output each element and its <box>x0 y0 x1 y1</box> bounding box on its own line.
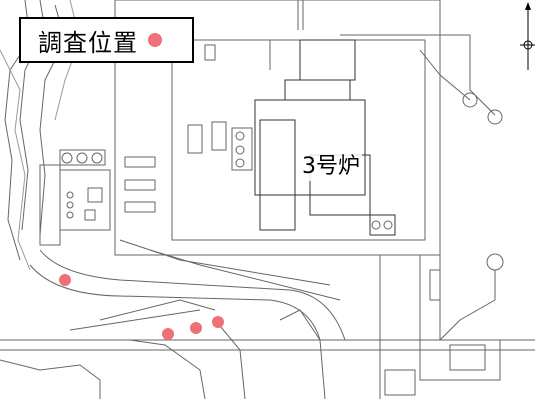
south-contour-6 <box>69 309 201 331</box>
small-structure-4 <box>231 127 253 171</box>
small-structure-7 <box>124 201 156 213</box>
survey-point-4 <box>212 316 224 328</box>
small-structure-1 <box>204 44 216 61</box>
west-strip <box>39 164 61 246</box>
south-contour-1 <box>0 359 101 399</box>
valve-1 <box>462 92 478 108</box>
reactor-annex <box>284 79 351 101</box>
southeast-grid <box>384 369 416 396</box>
small-tank-1 <box>235 131 245 141</box>
small-tank-3 <box>235 158 245 168</box>
survey-points-layer <box>59 274 224 340</box>
legend-box: 調査位置 <box>19 17 194 63</box>
west-block-1 <box>87 187 103 203</box>
curve-road-2 <box>29 264 321 341</box>
south-contour-2 <box>129 339 206 399</box>
tank-2 <box>383 220 393 230</box>
east-structure <box>429 269 441 301</box>
reactor-unit-label: 3号炉 <box>300 153 362 181</box>
survey-point-3 <box>190 322 202 334</box>
tank-block <box>369 214 396 236</box>
site-road-inner <box>171 39 426 241</box>
small-structure-2 <box>187 124 203 154</box>
east-pipe <box>439 270 496 341</box>
curve-road-4 <box>149 249 341 301</box>
pipe-3 <box>419 49 471 101</box>
east-valve <box>486 253 504 271</box>
survey-point-1 <box>59 274 71 286</box>
north-annex <box>299 39 356 81</box>
small-structure-5 <box>124 156 156 168</box>
west-tank-1 <box>66 191 74 199</box>
south-contour-5 <box>99 299 216 321</box>
turbine-hall <box>259 119 296 231</box>
tank-row-2 <box>76 152 88 164</box>
south-contour-4 <box>279 309 326 399</box>
west-block-2 <box>84 209 96 221</box>
north-arrow-head <box>525 2 531 10</box>
south-contour-3 <box>214 319 246 399</box>
small-structure-6 <box>124 179 156 191</box>
curve-road-3 <box>119 239 331 286</box>
legend-label: 調査位置 <box>38 28 138 57</box>
tank-row-1 <box>61 152 73 164</box>
small-structure-3 <box>211 121 227 151</box>
survey-point-2 <box>162 328 174 340</box>
terrain-contour-5 <box>0 49 31 271</box>
pipe-1 <box>269 39 300 70</box>
north-arrow <box>520 8 535 70</box>
tank-row <box>59 149 106 166</box>
curve-road-1 <box>39 249 346 341</box>
tank-row-3 <box>91 152 103 164</box>
pipe-2 <box>340 34 496 116</box>
southeast-building <box>419 339 501 381</box>
valve-2 <box>487 109 503 125</box>
small-tank-2 <box>235 145 245 155</box>
tank-1 <box>371 220 381 230</box>
west-tank-3 <box>66 211 74 219</box>
west-tank-2 <box>66 201 74 209</box>
legend-marker-icon <box>148 33 162 47</box>
southeast-block <box>449 344 486 371</box>
